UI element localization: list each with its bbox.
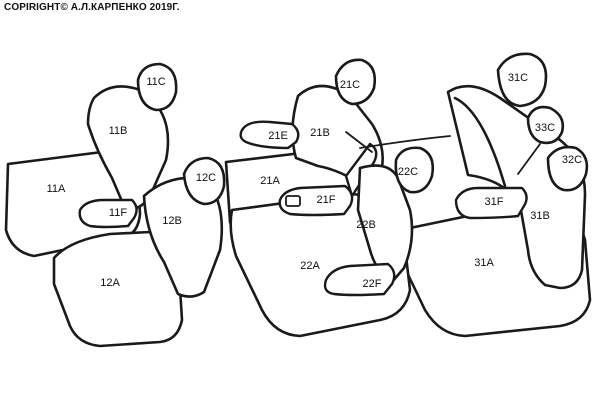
label-31c: 31C	[508, 72, 528, 84]
armrest-11f	[78, 198, 138, 229]
label-32c: 32C	[562, 154, 582, 166]
middle-row	[224, 58, 435, 338]
rear-bench	[400, 52, 592, 338]
label-12c: 12C	[196, 172, 216, 184]
label-22c: 22C	[398, 166, 418, 178]
label-21c: 21C	[340, 79, 360, 91]
armrest-21f-console	[278, 184, 354, 217]
label-22a: 22A	[300, 260, 320, 272]
label-12a: 12A	[100, 277, 120, 289]
seat-belt-31	[517, 143, 541, 175]
label-31a: 31A	[474, 257, 494, 269]
headrest-33c	[526, 105, 565, 145]
seat-31b-back-left	[453, 96, 507, 188]
label-11b: 11B	[109, 125, 128, 137]
label-21f: 21F	[317, 194, 336, 206]
headrest-11c	[136, 62, 178, 112]
armrest-31f	[454, 186, 528, 220]
label-21a: 21A	[260, 175, 280, 187]
headrest-12c	[182, 156, 226, 206]
copyright-notice: COPIRIGHT© А.Л.КАРПЕНКО 2019Г.	[4, 2, 180, 13]
cupholder-21f	[285, 195, 301, 207]
label-31b: 31B	[530, 210, 550, 222]
label-11c: 11C	[146, 76, 165, 88]
armrest-21e	[239, 120, 300, 150]
headrest-31c	[496, 52, 548, 108]
seat-22b-backrest	[356, 164, 414, 284]
seat-12a-cushion	[52, 230, 184, 348]
headrest-21c	[334, 58, 377, 106]
front-row	[4, 62, 226, 348]
label-11a: 11A	[47, 183, 66, 195]
label-21b: 21B	[310, 127, 330, 139]
floor-line	[359, 135, 451, 149]
label-33c: 33C	[535, 122, 555, 134]
label-12b: 12B	[162, 215, 182, 227]
armrest-22f	[323, 262, 396, 297]
label-21e: 21E	[268, 130, 288, 142]
label-11f: 11F	[109, 207, 127, 219]
seat-belt-21	[345, 131, 373, 153]
headrest-22c	[394, 146, 435, 194]
headrest-32c	[546, 145, 589, 192]
part-labels: 11C 11B 11A 11F 12C 12B 12A 21C 21E 21B …	[47, 72, 583, 290]
label-22f: 22F	[363, 278, 382, 290]
label-22b: 22B	[356, 219, 376, 231]
label-31f: 31F	[485, 196, 504, 208]
